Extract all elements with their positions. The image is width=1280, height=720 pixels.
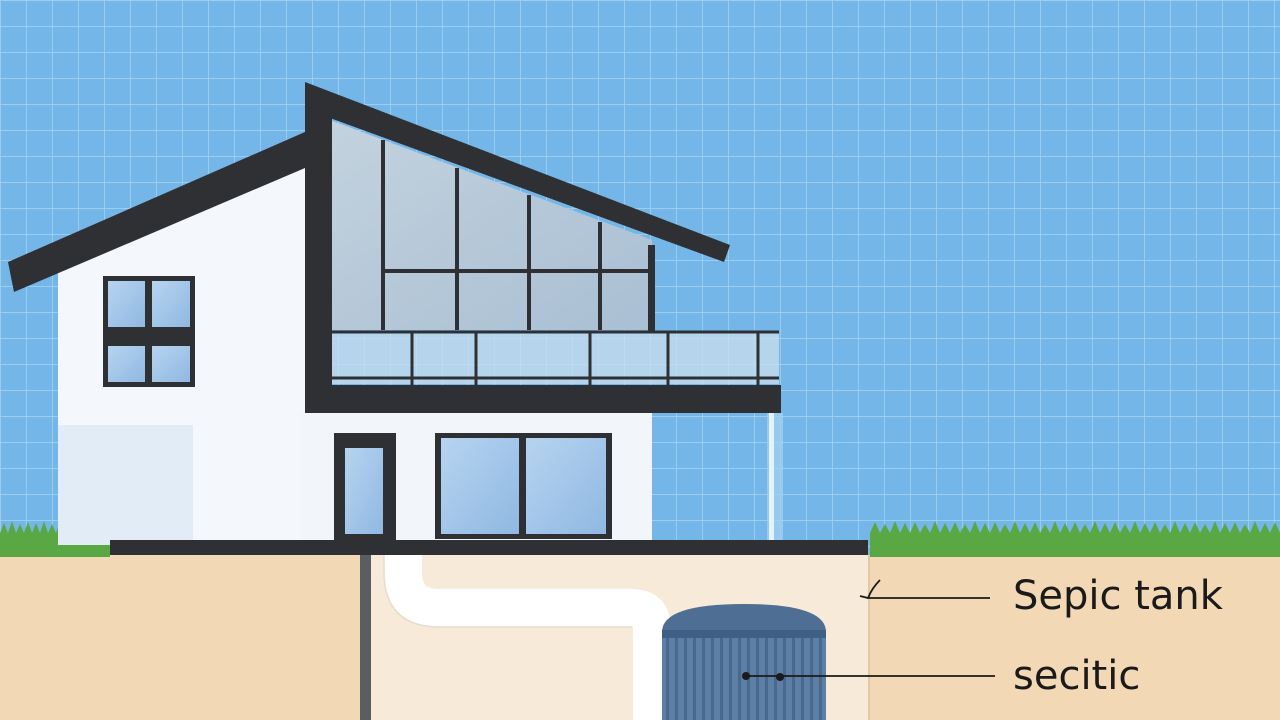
vertical-drain-pipe <box>360 555 371 720</box>
sewer-pipe <box>384 553 671 720</box>
foundation-slab <box>110 540 868 555</box>
balcony-glass <box>332 332 779 384</box>
glass-facade <box>330 120 652 330</box>
support-column-highlight <box>769 413 774 540</box>
house-frame-post <box>305 115 332 413</box>
balcony-slab <box>305 385 781 413</box>
upper-window <box>103 276 195 387</box>
grass-right <box>870 521 1280 557</box>
sewer-pipe-edge <box>383 555 632 628</box>
septic-tank <box>662 604 826 720</box>
lower-window <box>435 433 612 539</box>
septic-tank-label: Sepic tank <box>1013 573 1223 619</box>
balcony-railing <box>332 330 779 388</box>
roof-right <box>305 82 730 388</box>
callout-line-tank <box>859 579 990 599</box>
glass-mullions <box>381 140 652 330</box>
house-left-wall-shade <box>58 425 193 545</box>
callout-line-secitic <box>742 672 995 681</box>
roof-left <box>8 132 305 292</box>
front-door <box>334 433 396 540</box>
interior-post <box>648 245 655 333</box>
secitic-label: secitic <box>1013 653 1141 699</box>
